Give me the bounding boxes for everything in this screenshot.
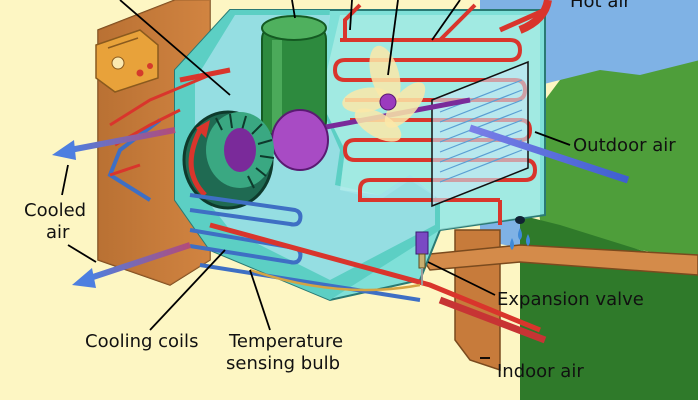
indicator-light-icon <box>136 69 144 77</box>
blower <box>182 109 329 210</box>
expansion-valve-label: Expansion valve <box>497 289 644 310</box>
indicator-light-icon <box>147 63 153 69</box>
cooling-coils-label: Cooling coils <box>85 331 198 352</box>
water-drip <box>510 216 530 250</box>
cooled-air-arrowhead-top <box>52 140 76 160</box>
dial-icon <box>111 56 125 70</box>
sensing-bulb-line <box>249 268 421 292</box>
control-panel <box>95 29 159 93</box>
cooled-air-arrows <box>52 127 191 288</box>
cooled-air-arrowhead-bottom <box>72 268 96 288</box>
indoor-air-label: Indoor air <box>497 361 584 382</box>
fan-motor <box>271 109 329 171</box>
compressor <box>261 15 327 136</box>
wall-ledge <box>418 244 698 276</box>
condenser-coils <box>332 3 547 225</box>
temperature-sensing-bulb-label-line1: Temperature <box>228 331 343 352</box>
outdoor-air-label: Outdoor air <box>573 135 676 156</box>
cooled-air-label-line1: Cooled <box>24 200 86 221</box>
hot-air-arrow <box>518 0 552 34</box>
outdoor-air-arrow <box>468 124 630 184</box>
refrigerant-lines <box>179 67 541 333</box>
temperature-sensing-bulb-label-line2: sensing bulb <box>226 353 340 374</box>
expansion-valve <box>415 231 429 285</box>
condenser-fan <box>309 45 471 142</box>
cooled-air-label-line2: air <box>46 222 70 243</box>
leader-lines <box>61 0 571 359</box>
hot-air-label: Hot air <box>570 0 631 12</box>
rotation-arrow <box>188 128 207 197</box>
rotation-arrowhead <box>196 120 210 138</box>
indoor-air-arrow <box>438 296 547 344</box>
sky-patch <box>520 0 698 90</box>
